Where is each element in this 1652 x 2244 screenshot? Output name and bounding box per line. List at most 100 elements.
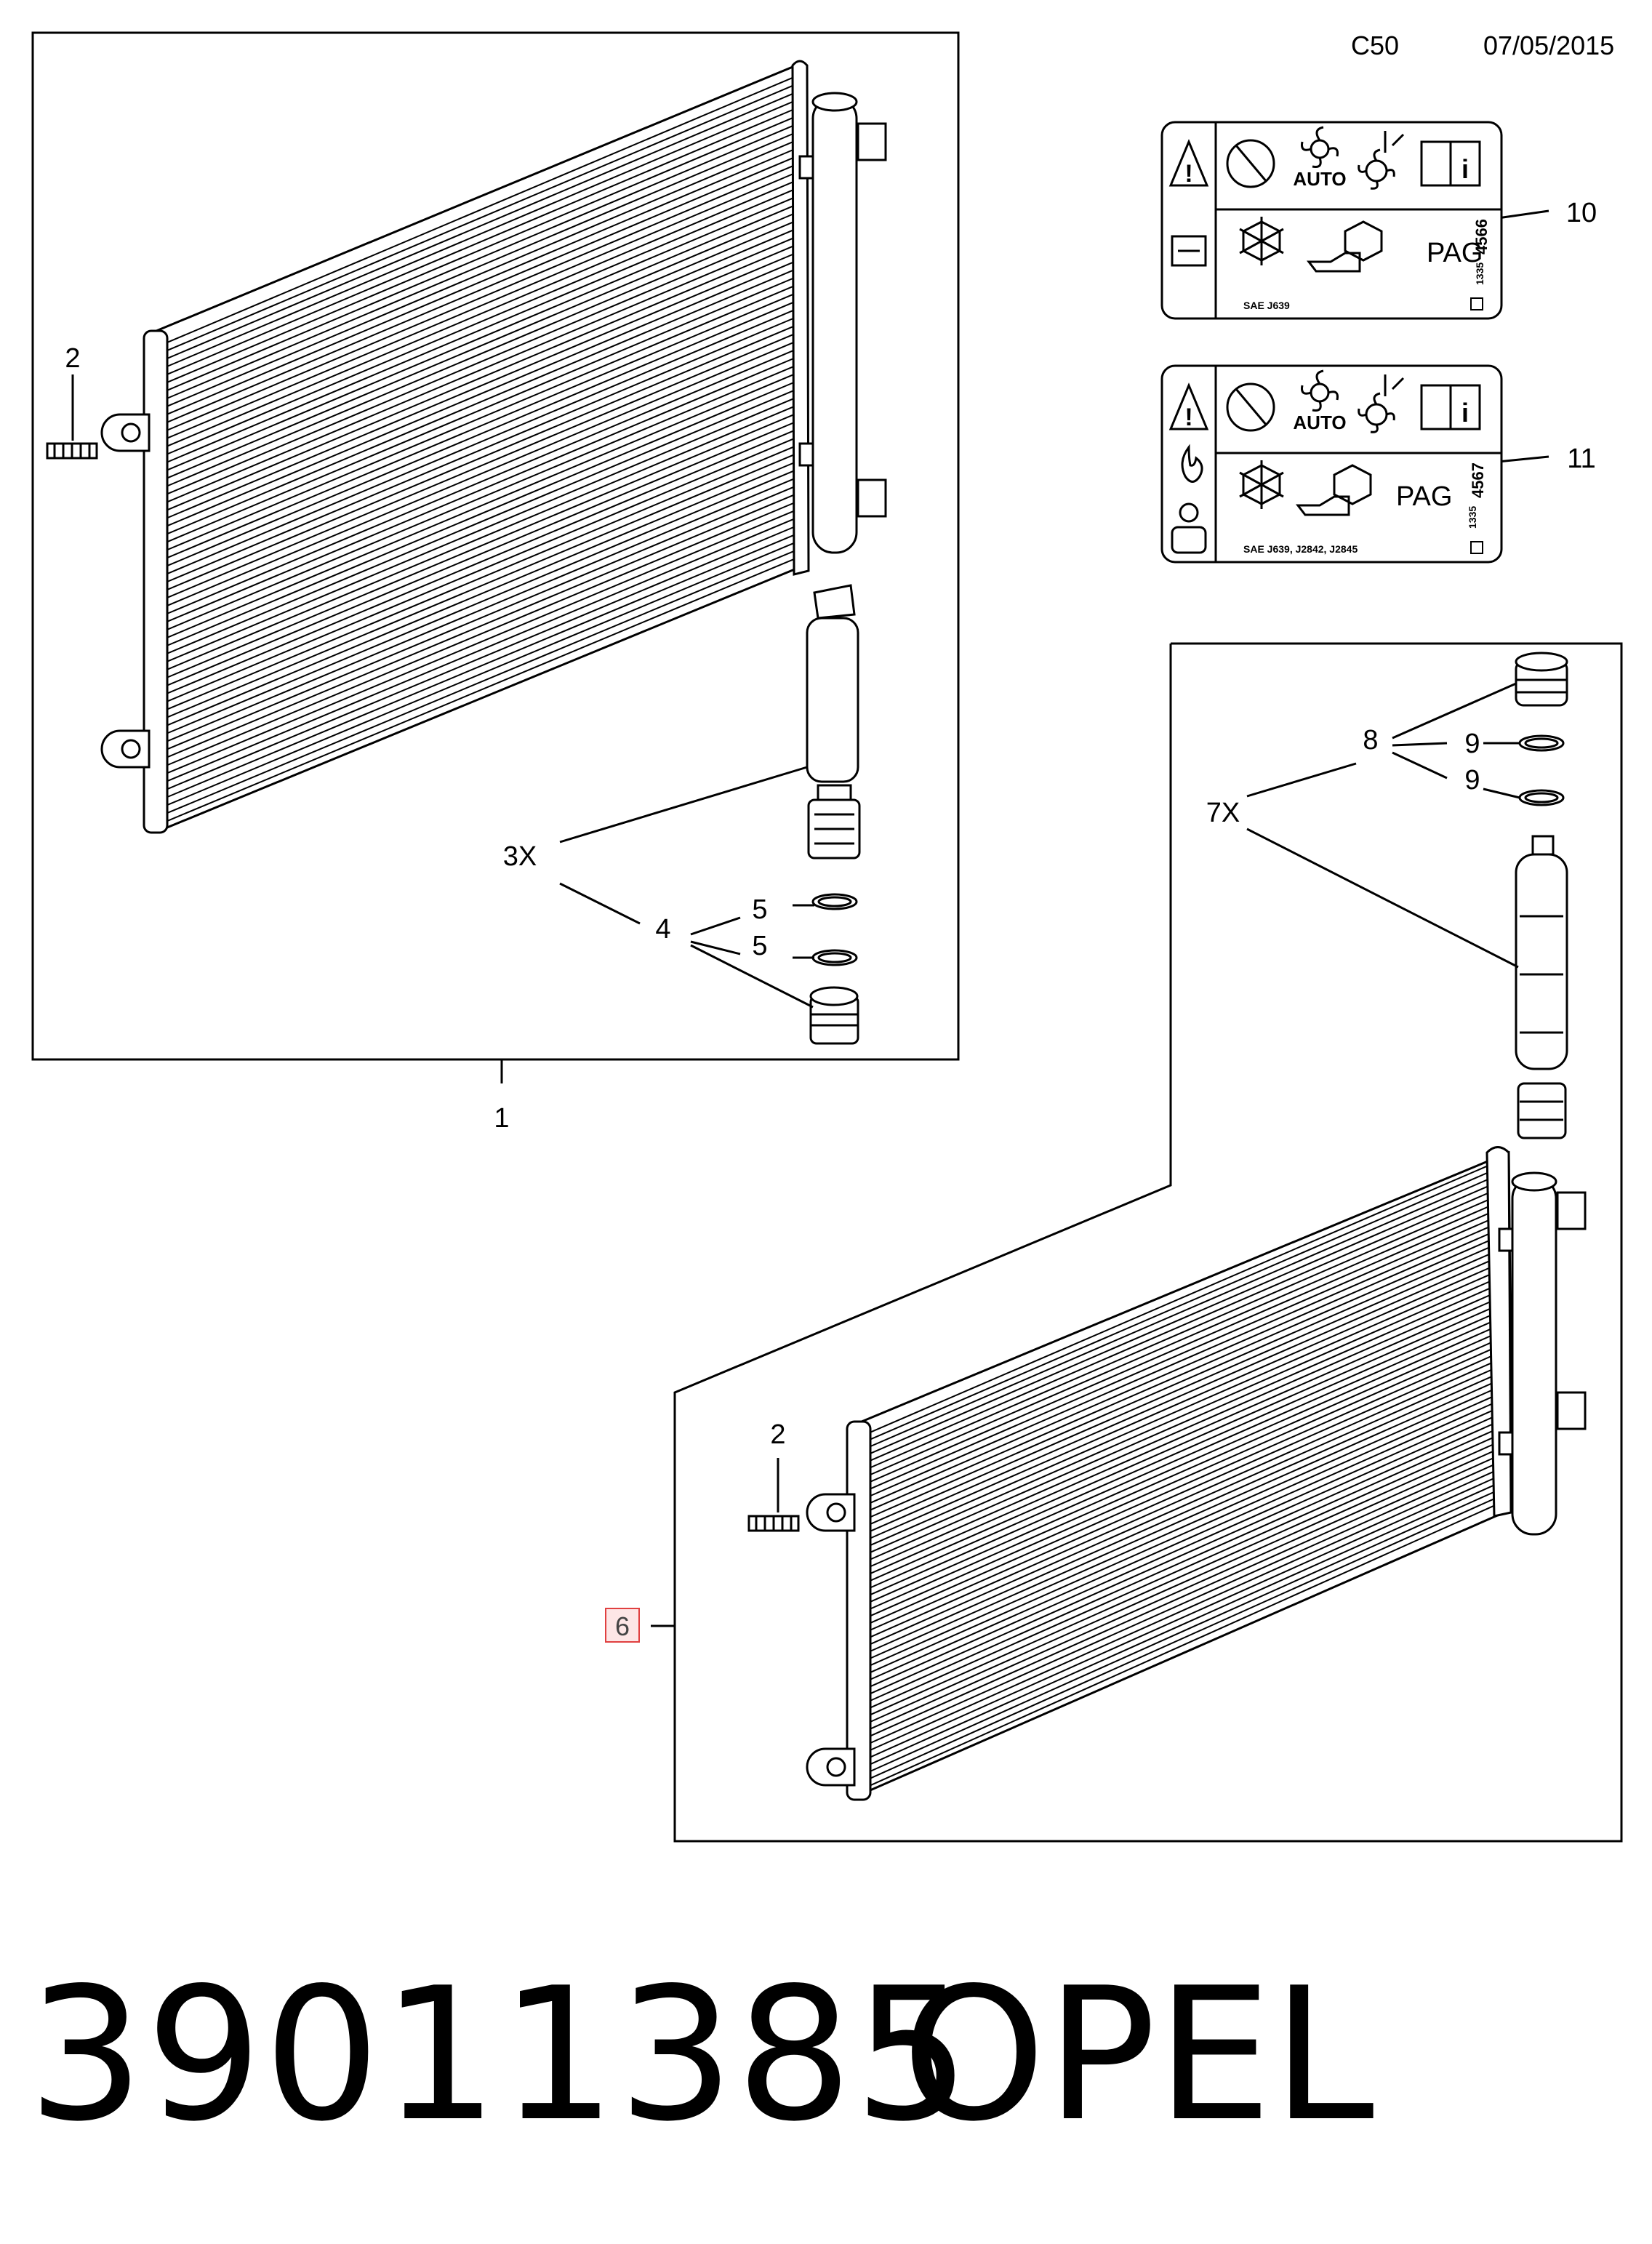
fin-line	[870, 1278, 1495, 1553]
fin-line	[167, 390, 795, 654]
fin-line	[870, 1477, 1495, 1758]
fin-line	[167, 269, 795, 535]
callout-5-lower: 5	[752, 931, 767, 961]
fin-line	[167, 365, 795, 630]
service-icon	[1358, 374, 1405, 433]
dryer-insert-7x	[1515, 835, 1568, 1139]
fin-line	[167, 414, 795, 678]
diagram-code: C50	[1351, 31, 1400, 60]
fin-line	[167, 140, 795, 407]
fin-line	[870, 1388, 1495, 1667]
warning-label-11: ! AUTO i	[1160, 364, 1503, 564]
callout-11: 11	[1567, 444, 1595, 474]
flammable-icon	[1181, 444, 1203, 483]
fin-line	[870, 1368, 1495, 1645]
label10-code-small: 1335	[1474, 263, 1485, 285]
fin-line	[167, 510, 795, 774]
fin-line	[167, 196, 795, 463]
fin-line	[167, 188, 795, 455]
brand-name: OPEL	[902, 1949, 1374, 2162]
fin-line	[167, 333, 795, 598]
fin-line	[167, 261, 795, 527]
fin-line	[870, 1450, 1495, 1730]
callout-6: 6	[615, 1611, 630, 1641]
fin-line	[870, 1484, 1495, 1766]
label10-standard: SAE J639	[1243, 300, 1290, 311]
fin-line	[870, 1430, 1495, 1709]
callout-9-lower: 9	[1464, 765, 1480, 796]
callout-2-lower: 2	[770, 1419, 785, 1450]
refrigerant-icon	[1239, 217, 1284, 265]
fin-line	[167, 470, 795, 734]
fin-line	[870, 1190, 1495, 1462]
fin-line	[167, 422, 795, 686]
callout-6-highlight[interactable]: 6	[605, 1608, 640, 1643]
fin-line	[870, 1306, 1495, 1582]
fin-line	[870, 1320, 1495, 1595]
fin-line	[870, 1504, 1495, 1787]
fin-line	[870, 1326, 1495, 1603]
fin-line	[167, 212, 795, 479]
fin-line	[870, 1176, 1495, 1448]
fin-line	[167, 446, 795, 710]
fin-line	[167, 180, 795, 447]
svg-text:i: i	[1461, 398, 1469, 428]
fin-line	[870, 1299, 1495, 1574]
fin-line	[167, 542, 795, 806]
callout-2-upper: 2	[65, 343, 80, 374]
fin-line	[167, 100, 795, 367]
svg-text:i: i	[1461, 154, 1469, 184]
condenser-core-upper	[143, 60, 810, 834]
fin-line	[167, 164, 795, 431]
callout-5-upper: 5	[752, 894, 767, 925]
fin-line	[167, 558, 795, 822]
fin-line	[167, 124, 795, 391]
fin-line	[870, 1374, 1495, 1652]
label11-pag: PAG	[1396, 481, 1452, 512]
fin-line	[870, 1224, 1495, 1497]
cap-8	[1515, 652, 1568, 707]
label11-auto: AUTO	[1293, 412, 1346, 433]
manual-book-icon: i	[1420, 140, 1481, 187]
warning-label-10: ! AUTO i	[1160, 121, 1503, 320]
part-number: 39011385	[28, 1949, 972, 2162]
bolt-2-lower	[747, 1515, 800, 1532]
fin-line	[167, 172, 795, 439]
fin-line	[870, 1498, 1495, 1779]
fin-line	[870, 1422, 1495, 1702]
fin-line	[167, 301, 795, 566]
fin-line	[167, 357, 795, 622]
fin-line	[167, 229, 795, 495]
fin-line	[167, 454, 795, 718]
oil-icon	[1295, 464, 1372, 516]
fin-line	[870, 1464, 1495, 1744]
fin-line	[167, 277, 795, 543]
no-flame-icon	[1226, 139, 1275, 188]
fin-line	[167, 526, 795, 790]
fin-line	[167, 341, 795, 606]
no-flame-icon	[1226, 382, 1275, 432]
fin-line	[870, 1354, 1495, 1631]
refrigerant-icon	[1239, 460, 1284, 509]
certified-technician-icon	[1171, 502, 1207, 554]
o-rings-5	[811, 893, 858, 966]
fin-line	[870, 1382, 1495, 1659]
fin-line	[167, 550, 795, 814]
fin-line	[870, 1265, 1495, 1539]
fin-line	[167, 156, 795, 423]
fin-line	[870, 1196, 1495, 1469]
fin-line	[167, 76, 795, 343]
fin-line	[167, 84, 795, 351]
fin-line	[870, 1313, 1495, 1589]
fin-line	[870, 1416, 1495, 1694]
callout-8: 8	[1363, 725, 1378, 756]
label11-standard: SAE J639, J2842, J2845	[1243, 543, 1358, 555]
label11-code-big: 4567	[1469, 462, 1487, 498]
fin-line	[167, 486, 795, 750]
fin-line	[870, 1334, 1495, 1610]
label10-code-big: 4566	[1472, 219, 1491, 255]
fin-line	[870, 1408, 1495, 1688]
fin-line	[167, 478, 795, 742]
fin-line	[167, 349, 795, 614]
